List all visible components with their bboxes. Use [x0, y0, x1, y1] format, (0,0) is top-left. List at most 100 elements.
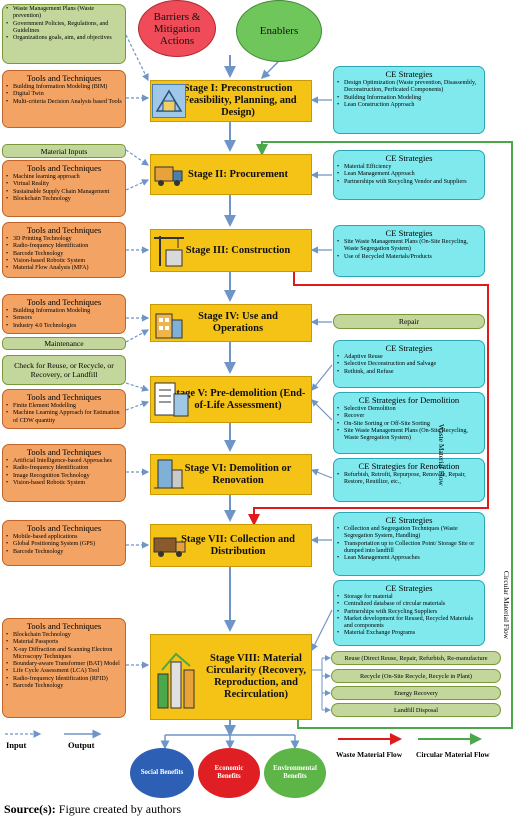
ce-item: On-Site Sorting or Off-Site Sorting [337, 421, 482, 429]
tools-item: Barcode Technology [6, 683, 123, 691]
tools-item: Sensors [6, 315, 123, 323]
outcome-reuse-label: Reuse (Direct Reuse, Repair, Refurbish, … [344, 654, 488, 662]
demolition-building-icon [152, 456, 186, 492]
crane-icon [152, 232, 186, 268]
truck-icon [152, 528, 188, 562]
tools-title: Tools and Techniques [26, 621, 102, 631]
ce-strategies-stage-2: CE Strategies Material Efficiency Lean M… [333, 150, 485, 200]
recycling-bins-icon [154, 640, 200, 714]
ce-strategies-renovation: CE Strategies for Renovation Refurbish, … [333, 458, 485, 502]
barriers-oval: Barriers & Mitigation Actions [138, 0, 216, 57]
stage-3-label: Stage III: Construction [185, 244, 291, 256]
tools-item: 3D Printing Technology [6, 236, 123, 244]
checklist-icon [152, 380, 190, 420]
ce-item: Partnerships with Recycling Suppliers [337, 609, 482, 617]
ce-title: CE Strategies [385, 69, 433, 79]
ce-item: Lean Management Approach [337, 171, 482, 179]
outcome-energy-label: Energy Recovery [394, 689, 438, 697]
ce-item: Refurbish, Retrofit, Repurpose, Renovate… [337, 472, 482, 487]
tools-box-stage-2: Tools and Techniques Machine learning ap… [2, 160, 126, 217]
outcome-reuse: Reuse (Direct Reuse, Repair, Refurbish, … [331, 651, 501, 665]
outcome-recycle: Recycle (On-Site Recycle, Recycle in Pla… [331, 669, 501, 683]
tools-item: Digital Twin [6, 91, 123, 99]
tools-item: Building Information Modeling (BIM) [6, 84, 123, 92]
waste-flow-label: Waste Material Flow [437, 410, 446, 500]
tools-item: Global Positioning System (GPS) [6, 541, 123, 549]
tools-item: Barcode Technology [6, 251, 123, 259]
stage-6-label: Stage VI: Demolition or Renovation [184, 462, 292, 486]
tools-item: Radio-frequency Identification [6, 243, 123, 251]
ce-item: Material Efficiency [337, 164, 482, 172]
legend-circular: Circular Material Flow [416, 750, 516, 759]
barriers-label: Barriers & Mitigation Actions [153, 10, 201, 47]
legend-input-label: Input [6, 740, 27, 750]
tools-item: Building Information Modeling [6, 308, 123, 316]
outcome-recycle-label: Recycle (On-Site Recycle, Recycle in Pla… [360, 672, 472, 680]
tools-title: Tools and Techniques [26, 225, 102, 235]
tools-title: Tools and Techniques [26, 163, 102, 173]
tools-title: Tools and Techniques [26, 447, 102, 457]
ce-item: Centralized database of circular materia… [337, 601, 482, 609]
tools-item: Sustainable Supply Chain Management [6, 189, 123, 197]
tools-item: Material Flow Analysis (MFA) [6, 265, 123, 273]
economic-benefits-label: Economic Benefits [214, 765, 244, 780]
stage-5-label: Stage V: Pre-demolition (End-of-Life Ass… [170, 387, 306, 411]
tools-item: Artificial Intelligence-based Approaches [6, 458, 123, 466]
ce-item: Selective Deconstruction and Salvage [337, 361, 482, 369]
circular-flow-text: Circular Material Flow [502, 570, 511, 640]
ce-title: CE Strategies [385, 343, 433, 353]
waste-flow-text: Waste Material Flow [437, 424, 446, 486]
outcome-landfill: Landfill Disposal [331, 703, 501, 717]
outcome-energy-recovery: Energy Recovery [331, 686, 501, 700]
policy-item: Organizations goals, aim, and objectives [6, 35, 123, 43]
maintenance-label: Maintenance [44, 339, 84, 348]
ce-item: Material Exchange Programs [337, 630, 482, 638]
legend-output-label: Output [68, 740, 95, 750]
ce-strategies-stage-1: CE Strategies Design Optimization (Waste… [333, 66, 485, 134]
policy-item: Government Policies, Regulations, and Gu… [6, 21, 123, 36]
tools-title: Tools and Techniques [26, 392, 102, 402]
ce-item: Rethink, and Refuse [337, 369, 482, 377]
tools-item: X-ray Diffraction and Scanning Electron … [6, 647, 123, 662]
tools-item: Mobile-based applications [6, 534, 123, 542]
stage-7-label: Stage VII: Collection and Distribution [181, 533, 295, 557]
tools-item: Vision-based Robotic System [6, 258, 123, 266]
outcome-landfill-label: Landfill Disposal [394, 706, 438, 714]
ce-item: Market development for Reused, Recycled … [337, 616, 482, 631]
check-reuse-label: Check for Reuse, or Recycle, or Recovery… [14, 361, 114, 379]
tools-item: Barcode Technology [6, 549, 123, 557]
ce-title: CE Strategies [385, 583, 433, 593]
material-inputs-label: Material Inputs [40, 146, 88, 156]
economic-benefits-circle: Economic Benefits [198, 748, 260, 798]
source-label: Source(s): [4, 802, 56, 816]
tools-title: Tools and Techniques [26, 523, 102, 533]
tools-item: Industry 4.0 Technologies [6, 323, 123, 331]
social-benefits-label: Social Benefits [140, 769, 184, 776]
tools-box-stage-6: Tools and Techniques Artificial Intellig… [2, 444, 126, 502]
tools-box-stage-3: Tools and Techniques 3D Printing Technol… [2, 222, 126, 278]
ce-item: Collection and Segregation Techniques (W… [337, 526, 482, 541]
repair-box: Repair [333, 314, 485, 329]
procurement-truck-icon [152, 157, 186, 191]
ce-strategies-stage-7: CE Strategies Collection and Segregation… [333, 512, 485, 576]
source-text: Figure created by authors [55, 802, 182, 816]
tools-box-stage-5: Tools and Techniques Finite Element Mode… [2, 389, 126, 429]
enablers-oval: Enablers [236, 0, 322, 62]
circular-flow-label: Circular Material Flow [502, 555, 511, 655]
ce-title: CE Strategies [385, 153, 433, 163]
stage-8-label: Stage VIII: Material Circularity (Recove… [205, 653, 307, 700]
ce-item: Site Waste Management Plans (On-Site Rec… [337, 428, 482, 443]
tools-item: Vision-based Robotic System [6, 480, 123, 488]
policy-item: Waste Management Plans (Waste prevention… [6, 6, 123, 21]
ce-title: CE Strategies for Demolition [358, 395, 460, 405]
tools-item: Life Cycle Assessment (LCA) Tool [6, 668, 123, 676]
ce-item: Transportation up to Collection Point/ S… [337, 541, 482, 556]
ce-strategies-demolition: CE Strategies for Demolition Selective D… [333, 392, 485, 454]
tools-item: Multi-criteria Decision Analysis based T… [6, 99, 123, 107]
source-caption: Source(s): Figure created by authors [4, 802, 181, 817]
ce-item: Lean Construction Approach [337, 102, 482, 110]
tools-item: Virtual Reality [6, 181, 123, 189]
tools-item: Machine Learning Approach for Estimation… [6, 410, 123, 425]
stage-1-label: Stage I: Preconstruction (Feasibility, P… [179, 83, 297, 118]
ce-title: CE Strategies [385, 228, 433, 238]
